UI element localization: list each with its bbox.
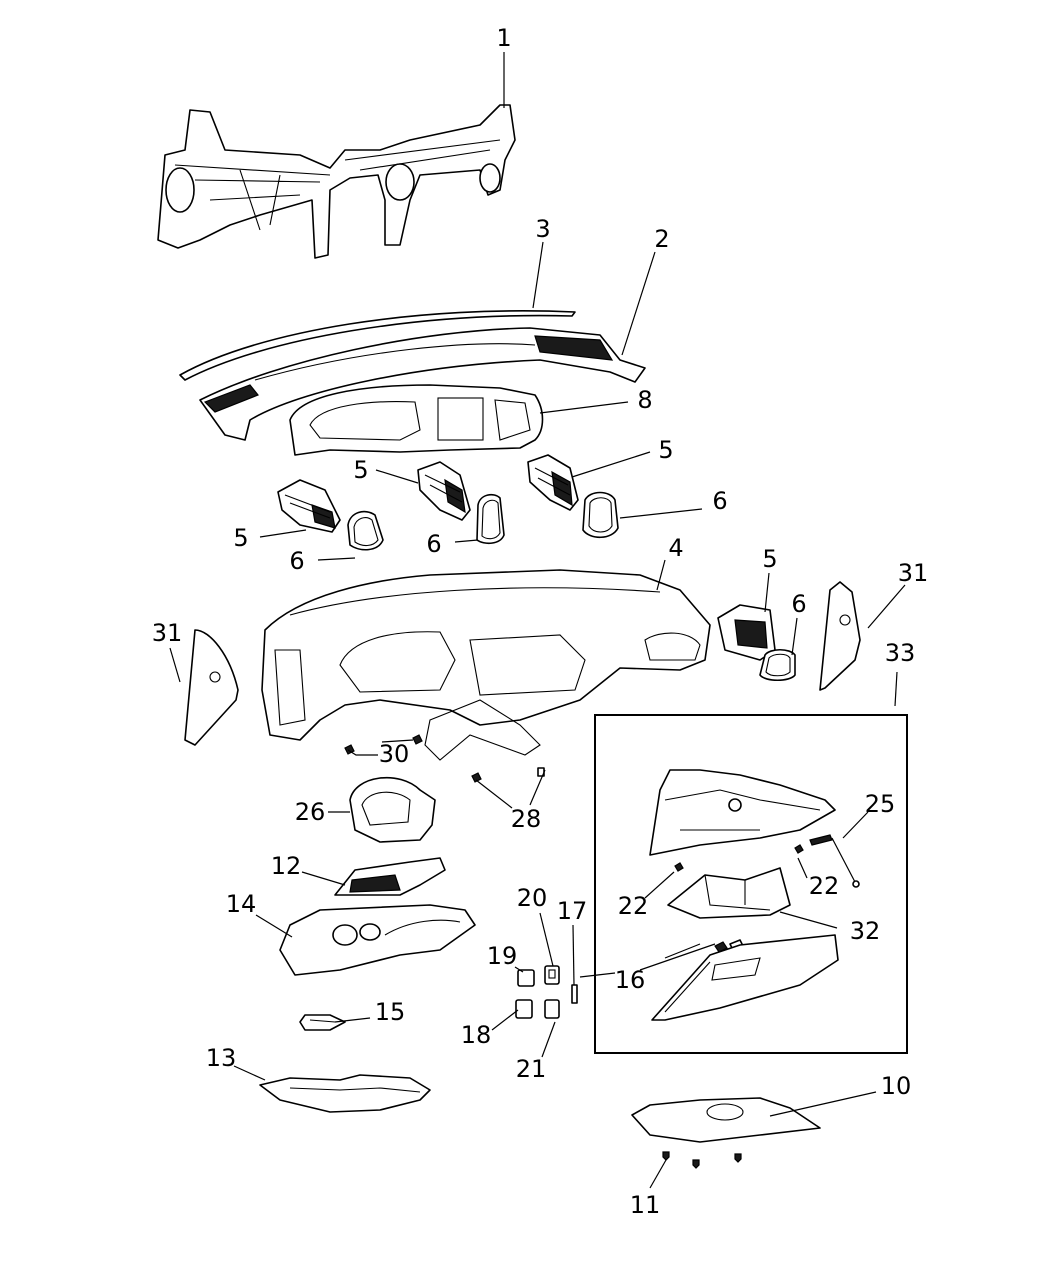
callout-3: 3 bbox=[535, 215, 550, 243]
part-6-vent-bezel-center bbox=[476, 493, 505, 545]
callout-31-left: 31 bbox=[152, 619, 183, 647]
callout-5-far-right: 5 bbox=[762, 545, 777, 573]
callout-21: 21 bbox=[516, 1055, 547, 1083]
part-32-glove-box-bin bbox=[667, 867, 791, 919]
part-31-end-cap-left bbox=[184, 629, 239, 746]
part-18-switch bbox=[515, 999, 533, 1019]
callout-labels: 1 2 3 8 5 5 5 6 6 6 4 5 6 31 31 33 30 26… bbox=[152, 24, 929, 1219]
callout-1: 1 bbox=[496, 24, 511, 52]
callout-22-right: 22 bbox=[809, 872, 840, 900]
callout-18: 18 bbox=[461, 1021, 492, 1049]
callout-17: 17 bbox=[557, 897, 588, 925]
callout-19: 19 bbox=[487, 942, 518, 970]
leader-lines bbox=[169, 52, 906, 1189]
part-6-vent-bezel-far-right bbox=[759, 648, 796, 682]
part-20-switch bbox=[544, 965, 560, 985]
part-4-instrument-panel bbox=[261, 569, 711, 761]
callout-6-center: 6 bbox=[426, 530, 441, 558]
part-13-silencer bbox=[259, 1074, 431, 1113]
part-31-end-cap-right bbox=[819, 581, 861, 691]
callout-5-right: 5 bbox=[658, 436, 673, 464]
callout-31-right: 31 bbox=[898, 559, 929, 587]
callout-30: 30 bbox=[379, 740, 410, 768]
callout-13: 13 bbox=[206, 1044, 237, 1072]
callout-33: 33 bbox=[885, 639, 916, 667]
callout-20: 20 bbox=[517, 884, 548, 912]
part-21-switch bbox=[544, 999, 560, 1019]
callout-11: 11 bbox=[630, 1191, 661, 1219]
part-glove-box-door bbox=[651, 934, 839, 1021]
callout-16: 16 bbox=[615, 966, 646, 994]
part-11-screws bbox=[662, 1151, 742, 1169]
part-3-molding-strip bbox=[179, 310, 576, 381]
glove-box-assembly-frame bbox=[594, 714, 908, 1054]
part-28-fasteners bbox=[471, 767, 545, 783]
callout-14: 14 bbox=[226, 890, 257, 918]
callout-5-center: 5 bbox=[353, 456, 368, 484]
part-2-upper-cover bbox=[199, 327, 646, 441]
part-15-bracket bbox=[299, 1014, 346, 1031]
part-33-glove-box-assembly bbox=[594, 714, 908, 1054]
part-5-air-vent-center bbox=[417, 461, 471, 521]
callout-26: 26 bbox=[295, 798, 326, 826]
part-19-switch bbox=[517, 969, 535, 987]
part-25-damper bbox=[809, 834, 860, 888]
part-glove-box-housing bbox=[649, 769, 836, 856]
part-14-lower-trim-panel bbox=[279, 904, 476, 976]
part-5-air-vent-left bbox=[277, 479, 341, 533]
callout-22-left: 22 bbox=[618, 892, 649, 920]
callout-6-left: 6 bbox=[289, 547, 304, 575]
callout-8: 8 bbox=[637, 386, 652, 414]
callout-25: 25 bbox=[865, 790, 896, 818]
callout-15: 15 bbox=[375, 998, 406, 1026]
part-6-vent-bezel-left bbox=[347, 510, 384, 551]
part-22-clips bbox=[674, 844, 804, 872]
part-10-lower-panel bbox=[631, 1097, 821, 1143]
callout-6-right: 6 bbox=[712, 487, 727, 515]
callout-5-left: 5 bbox=[233, 524, 248, 552]
callout-4: 4 bbox=[668, 534, 683, 562]
part-8-cluster-bezel bbox=[289, 384, 544, 456]
part-1-cross-car-beam bbox=[157, 104, 516, 259]
callout-32: 32 bbox=[850, 917, 881, 945]
part-12-knee-trim bbox=[334, 857, 446, 896]
callout-28: 28 bbox=[511, 805, 542, 833]
callout-2: 2 bbox=[654, 225, 669, 253]
callout-6-far-right: 6 bbox=[791, 590, 806, 618]
part-5-air-vent-far-right bbox=[717, 604, 776, 661]
part-17-pin bbox=[571, 984, 578, 1004]
callout-10: 10 bbox=[881, 1072, 912, 1100]
part-5-air-vent-right bbox=[527, 454, 579, 511]
callout-12: 12 bbox=[271, 852, 302, 880]
part-6-vent-bezel-right bbox=[582, 491, 619, 539]
part-26-column-shroud bbox=[349, 776, 436, 843]
